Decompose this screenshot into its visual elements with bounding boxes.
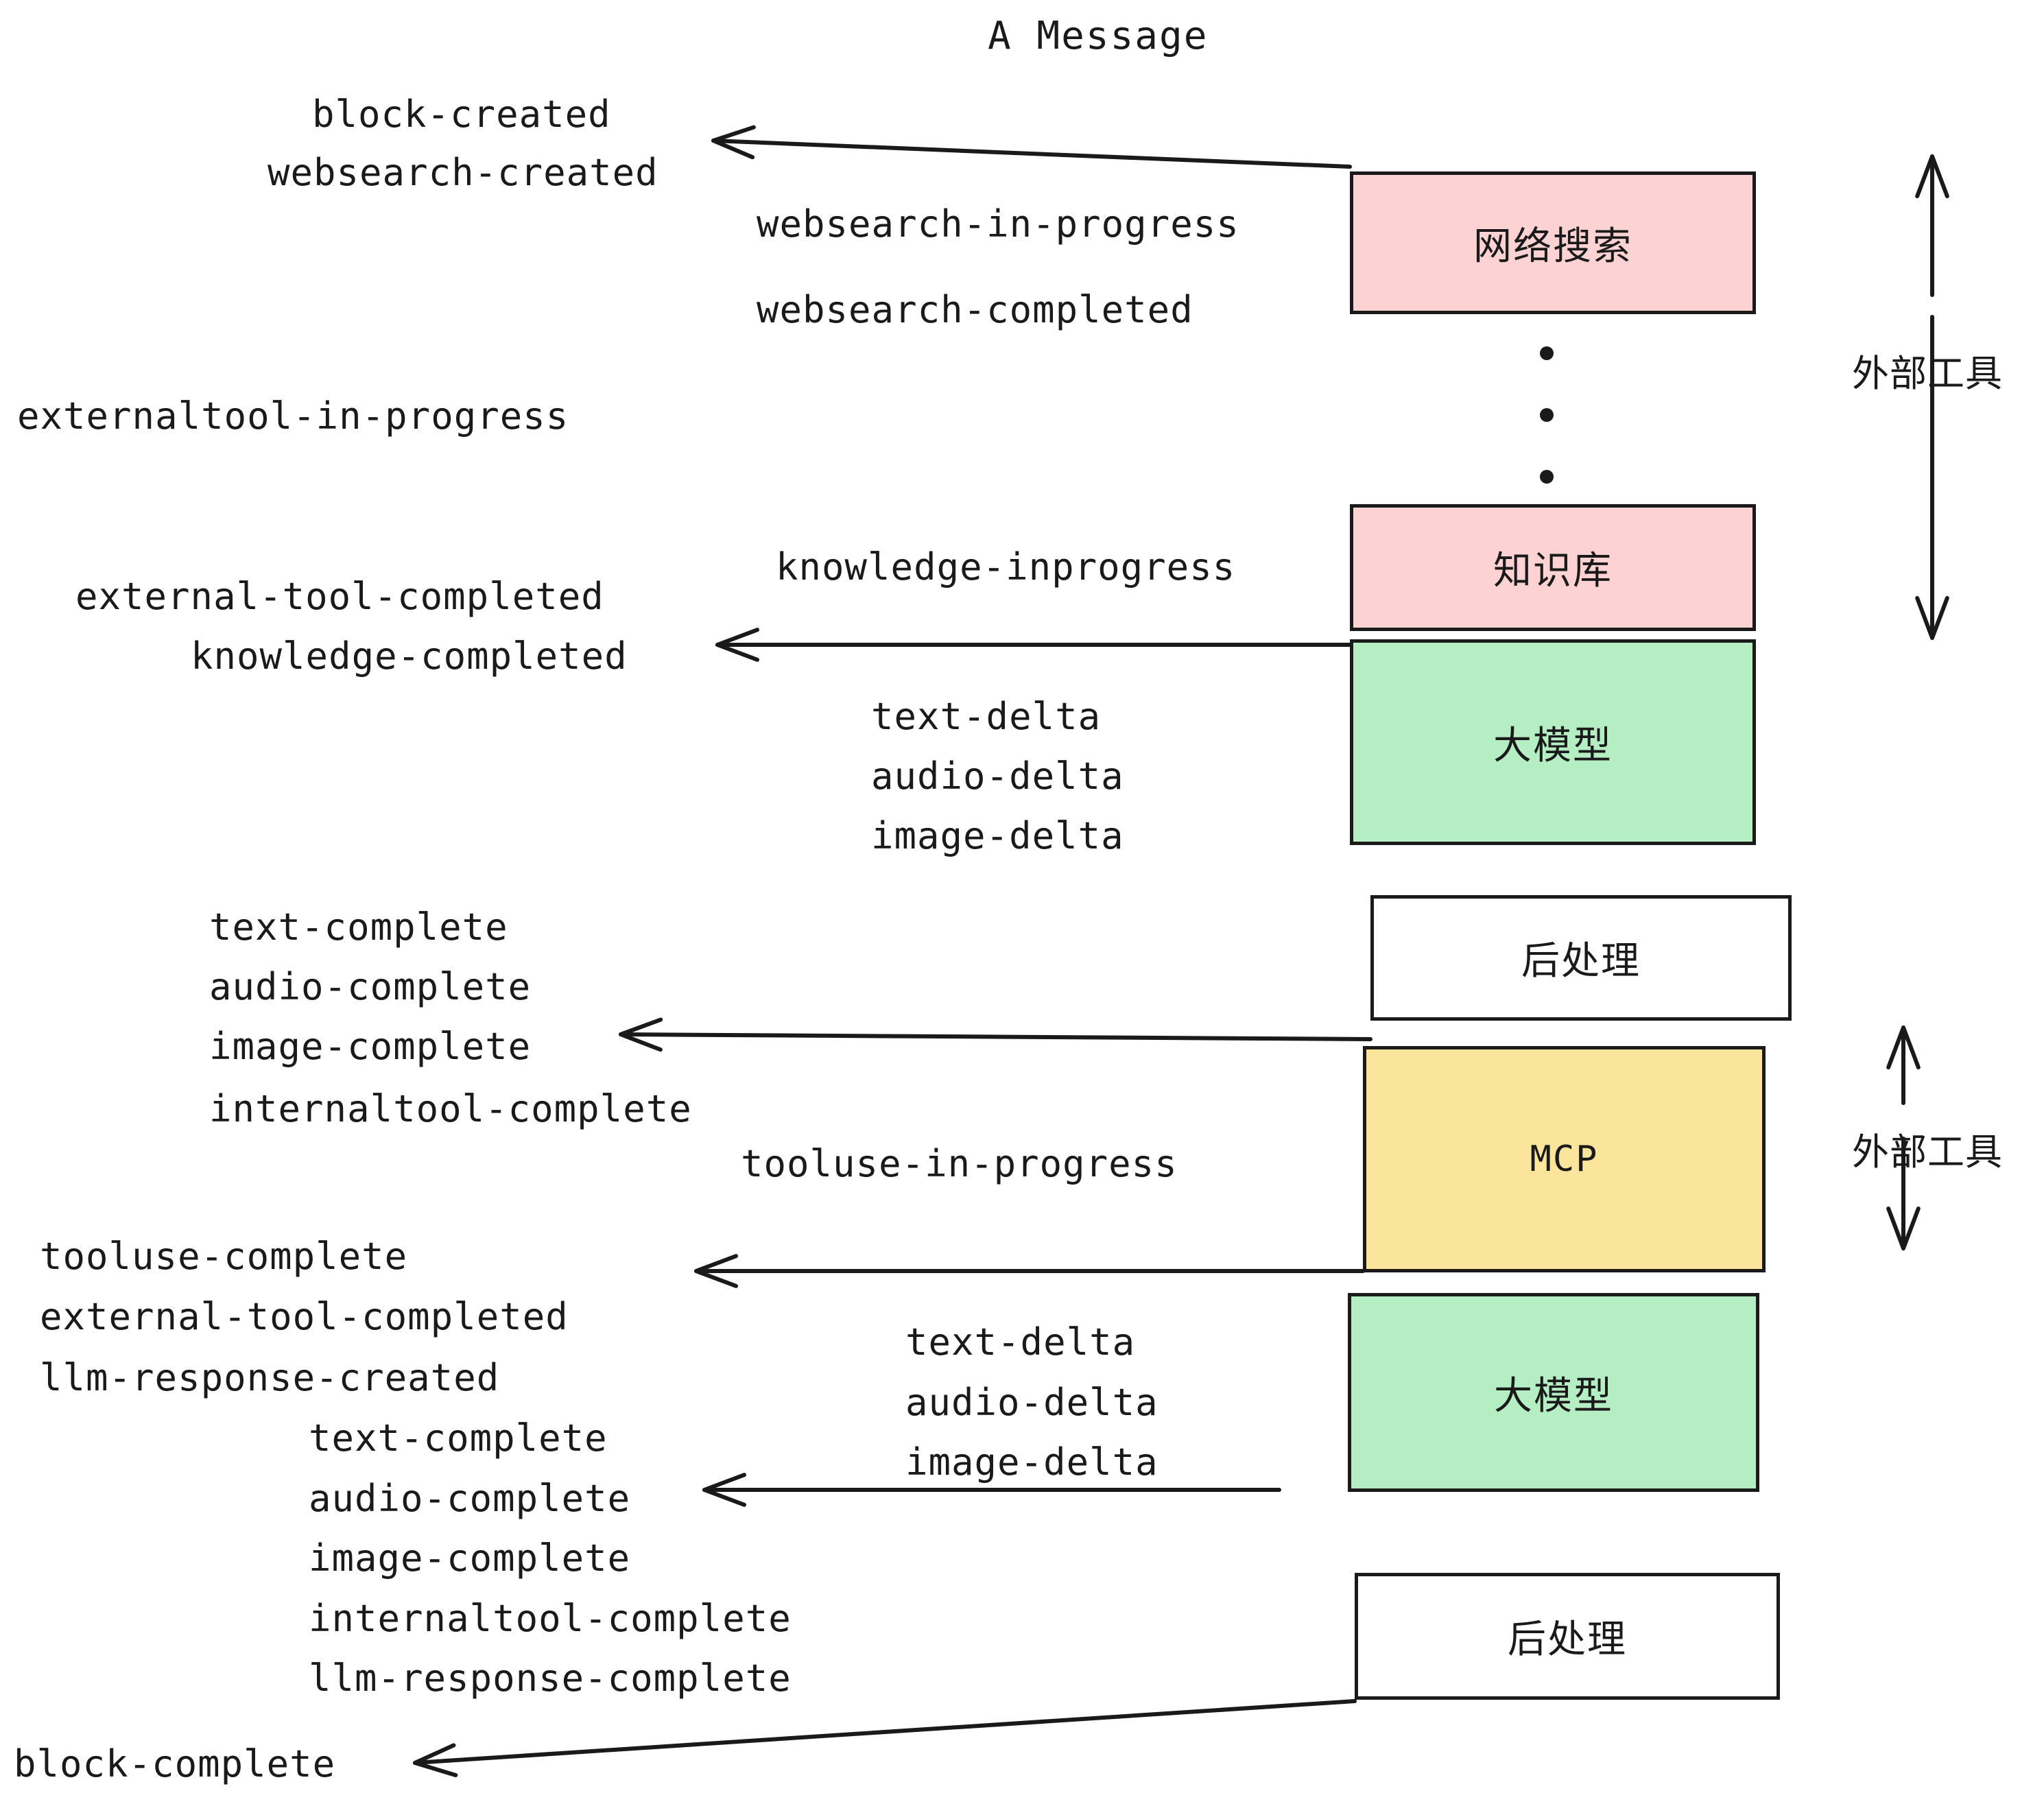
node-box: 网络搜索 [1350, 171, 1756, 314]
event-label: externaltool-in-progress [17, 394, 569, 438]
event-label: tooluse-in-progress [741, 1142, 1178, 1185]
event-label: knowledge-inprogress [776, 545, 1236, 589]
page-title: A Message [988, 14, 1209, 58]
mcp-to-tooluse-complete-arrow [694, 1254, 1365, 1288]
event-label: llm-response-complete [309, 1657, 792, 1700]
event-label: text-delta [905, 1320, 1136, 1364]
event-label: llm-response-created [40, 1356, 500, 1399]
node-box: 大模型 [1348, 1293, 1759, 1492]
node-box: 知识库 [1350, 504, 1756, 631]
event-label: image-complete [309, 1536, 631, 1580]
event-label: audio-complete [309, 1477, 631, 1520]
event-label: websearch-completed [757, 288, 1193, 331]
group-label: 外部工具 [1852, 352, 2003, 395]
event-label: websearch-in-progress [757, 202, 1239, 246]
event-label: image-delta [905, 1440, 1158, 1484]
event-label: audio-delta [871, 755, 1124, 798]
event-label: knowledge-completed [191, 634, 628, 678]
event-label: external-tool-completed [40, 1295, 569, 1338]
event-label: internaltool-complete [309, 1597, 792, 1640]
node-box: 后处理 [1355, 1573, 1780, 1700]
event-label: websearch-created [268, 151, 658, 194]
node-box: 大模型 [1350, 639, 1756, 845]
event-label: text-complete [209, 905, 508, 949]
postprocess-to-block-complete-arrow [413, 1699, 1357, 1777]
event-label: image-complete [209, 1025, 532, 1068]
postprocess-to-image-complete-arrow [619, 1017, 1372, 1052]
event-label: text-delta [871, 695, 1102, 738]
ellipsis-dot [1540, 346, 1554, 360]
node-box: 后处理 [1370, 895, 1792, 1021]
event-label: audio-delta [905, 1381, 1158, 1424]
external-tool-up-bottom-arrow [1886, 1025, 1921, 1105]
event-label: internaltool-complete [209, 1087, 692, 1130]
knowledge-to-knowledge-done-arrow [715, 628, 1352, 662]
event-label: text-complete [309, 1416, 608, 1460]
event-label: block-complete [14, 1742, 336, 1785]
event-label: tooluse-complete [40, 1235, 408, 1278]
event-label: image-delta [871, 814, 1124, 857]
group-label: 外部工具 [1852, 1130, 2003, 1174]
node-box: MCP [1363, 1046, 1766, 1272]
event-label: external-tool-completed [75, 575, 604, 618]
ellipsis-dot [1540, 470, 1554, 484]
websearch-to-block-created-arrow [711, 125, 1352, 169]
event-label: block-created [312, 93, 611, 136]
ellipsis-dots [1540, 346, 1554, 484]
ellipsis-dot [1540, 408, 1554, 422]
event-label: audio-complete [209, 965, 532, 1008]
external-tool-up-top-arrow [1915, 154, 1949, 297]
